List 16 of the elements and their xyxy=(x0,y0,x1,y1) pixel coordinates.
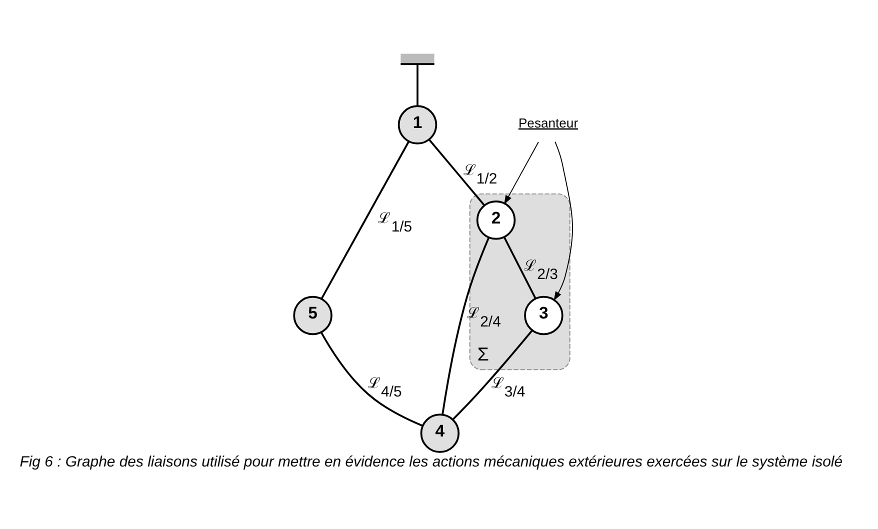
connector xyxy=(452,329,533,420)
connector xyxy=(504,236,536,298)
caption: Fig 6 : Graphe des liaisons utilisé pour mettre en évidence les actions mécaniques extérieures exercées sur le système isolé xyxy=(20,453,843,470)
node-circle: 5 xyxy=(293,295,332,335)
node-circle: 1 xyxy=(398,104,438,144)
arrow xyxy=(554,140,573,300)
connector xyxy=(416,64,418,106)
node-circle: 3 xyxy=(524,295,564,335)
arrow xyxy=(504,141,539,204)
connector xyxy=(428,138,486,206)
connector xyxy=(442,236,490,414)
connector xyxy=(320,140,410,299)
node-circle: 2 xyxy=(476,200,516,240)
connector xyxy=(320,331,423,426)
node-text: Pesanteur xyxy=(518,114,578,130)
node-circle: 4 xyxy=(420,413,460,452)
